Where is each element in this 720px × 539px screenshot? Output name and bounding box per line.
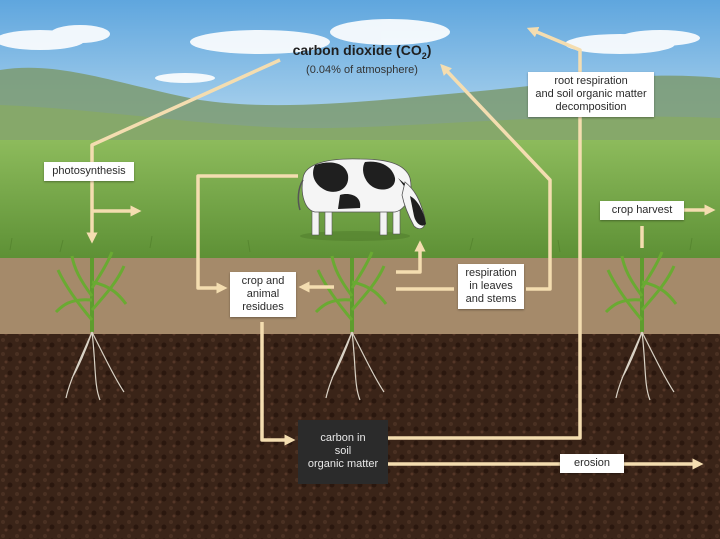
topsoil-band	[0, 258, 720, 334]
label-crop-animal-residues: crop and animal residues	[230, 272, 296, 317]
corn-plant-left	[54, 251, 128, 401]
clouds	[0, 19, 700, 83]
atmosphere-co2-label: carbon dioxide (CO2) (0.04% of atmospher…	[262, 42, 462, 76]
arrow-photosynthesis	[86, 58, 281, 244]
arrow-soil-to-root-respiration	[388, 26, 582, 440]
arrow-residues-to-soil	[260, 322, 296, 446]
label-crop-harvest: crop harvest	[600, 201, 684, 220]
grazing-cow	[297, 158, 426, 241]
corn-plant-middle	[314, 251, 388, 401]
arrow-cow-to-residues	[196, 174, 298, 294]
label-soil-organic-carbon: carbon in soil organic matter	[298, 420, 388, 484]
label-erosion: erosion	[560, 454, 624, 473]
label-photosynthesis: photosynthesis	[44, 162, 134, 181]
co2-title: carbon dioxide (CO2)	[292, 42, 432, 61]
label-respiration-leaves-stems: respiration in leaves and stems	[458, 264, 524, 309]
flow-arrows	[86, 26, 716, 470]
label-root-respiration: root respiration and soil organic matter…	[528, 72, 654, 117]
co2-subtitle: (0.04% of atmosphere)	[306, 63, 418, 76]
corn-plant-right	[604, 251, 678, 401]
arrow-respiration-to-co2	[440, 63, 552, 291]
arrow-plant-to-cow	[396, 240, 426, 274]
